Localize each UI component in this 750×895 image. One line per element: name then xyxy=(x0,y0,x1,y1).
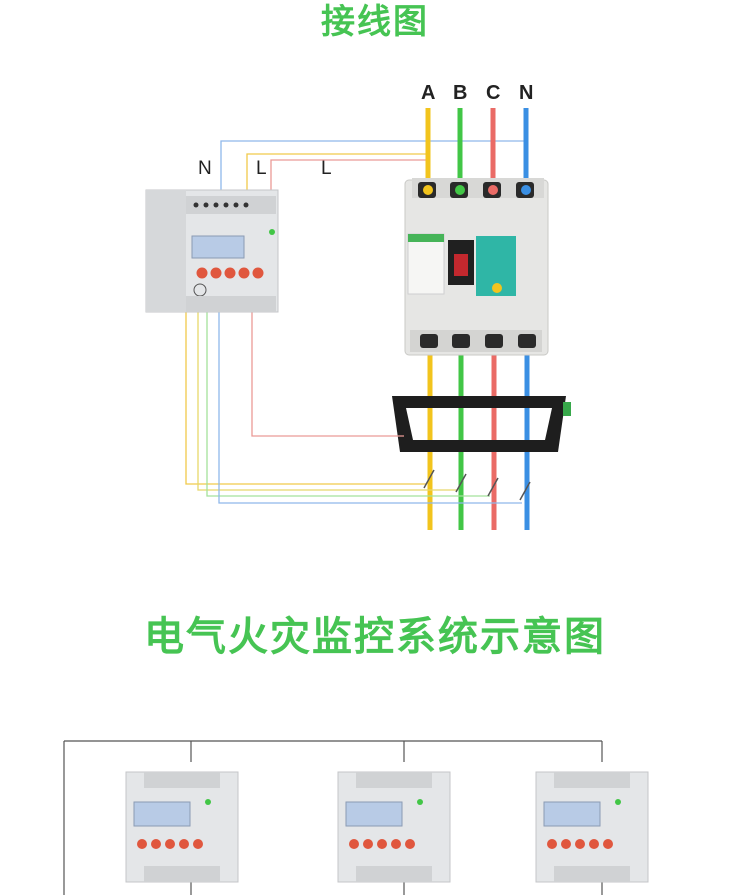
system-meter-3 xyxy=(535,771,649,883)
wiring-diagram-title: 接线图 xyxy=(321,2,429,42)
system-bus xyxy=(63,740,603,895)
ct-signal-wire xyxy=(251,312,404,437)
meter-terminal-label-n: N xyxy=(198,158,212,179)
phase-label-b: B xyxy=(453,82,468,104)
meter-terminal-label-l2: L xyxy=(321,158,332,179)
phase-label-n: N xyxy=(519,82,534,104)
tap-clips xyxy=(423,469,531,501)
current-transformer-icon xyxy=(392,396,571,452)
input-cables xyxy=(425,108,529,185)
system-diagram-title: 电气火灾监控系统示意图 xyxy=(144,614,606,660)
meter-voltage-wires xyxy=(220,140,527,190)
meter-terminal-label-l1: L xyxy=(256,158,267,179)
circuit-breaker-icon xyxy=(404,178,549,356)
system-meter-1 xyxy=(125,771,239,883)
meter-sensor-wires xyxy=(185,312,522,504)
monitor-device-icon xyxy=(145,189,279,313)
system-meter-2 xyxy=(337,771,451,883)
phase-label-c: C xyxy=(486,82,501,104)
phase-label-a: A xyxy=(421,82,436,104)
